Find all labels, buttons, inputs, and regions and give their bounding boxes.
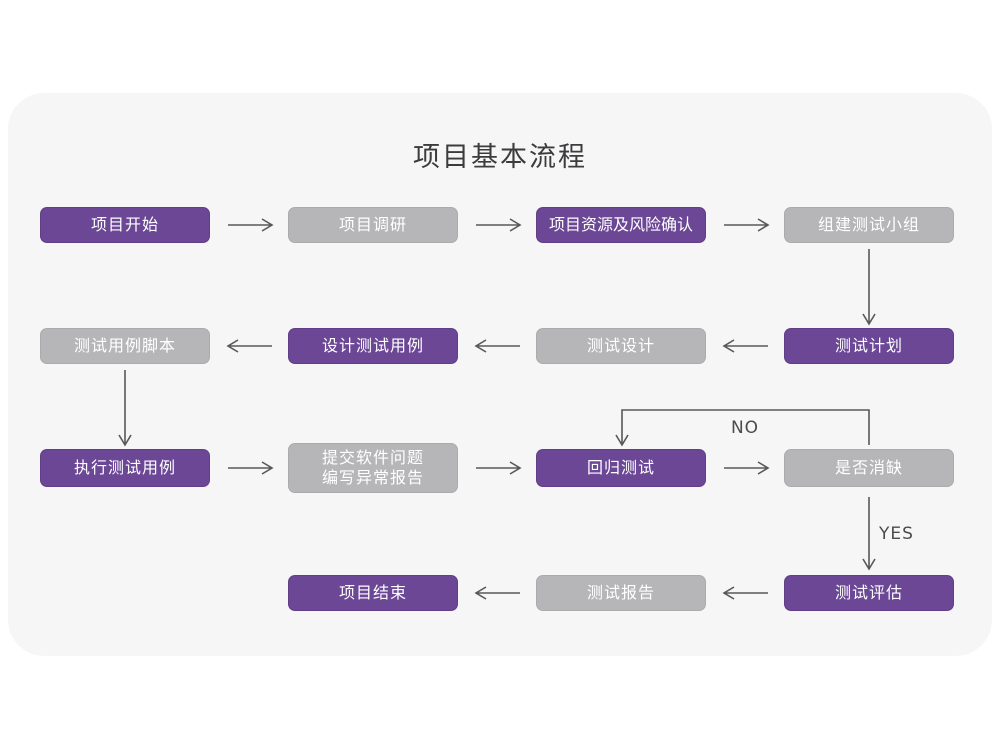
- flow-node-label: 项目资源及风险确认: [548, 215, 693, 234]
- flow-node-label: 测试评估: [834, 583, 903, 602]
- flow-node-test-evaluation: 测试评估: [784, 575, 954, 611]
- flow-node-label: 项目调研: [338, 215, 407, 234]
- flow-node-label: 是否消缺: [834, 458, 903, 477]
- flow-node-label: 测试报告: [586, 583, 655, 602]
- flow-node-test-report: 测试报告: [536, 575, 706, 611]
- flow-node-test-design: 测试设计: [536, 328, 706, 364]
- flow-node-project-research: 项目调研: [288, 207, 458, 243]
- flow-node-defect-cleared: 是否消缺: [784, 449, 954, 487]
- flow-node-label: 测试计划: [834, 336, 903, 355]
- flow-node-label: 项目结束: [338, 583, 407, 602]
- flow-node-label: 回归测试: [586, 458, 655, 477]
- flowchart-panel: [8, 93, 992, 656]
- flow-node-label: 提交软件问题 编写异常报告: [321, 448, 424, 487]
- flow-node-project-end: 项目结束: [288, 575, 458, 611]
- flow-node-label: 设计测试用例: [321, 336, 424, 355]
- flow-node-label: 项目开始: [90, 215, 159, 234]
- flow-node-design-cases: 设计测试用例: [288, 328, 458, 364]
- flowchart-title: 项目基本流程: [413, 142, 587, 173]
- flow-node-label: 测试用例脚本: [73, 336, 176, 355]
- flow-node-resource-risk: 项目资源及风险确认: [536, 207, 706, 243]
- flow-node-label: 执行测试用例: [73, 458, 176, 477]
- flow-node-regression-test: 回归测试: [536, 449, 706, 487]
- flow-node-label: 组建测试小组: [817, 215, 920, 234]
- flow-node-build-team: 组建测试小组: [784, 207, 954, 243]
- flow-node-submit-issues: 提交软件问题 编写异常报告: [288, 443, 458, 493]
- flow-node-case-scripts: 测试用例脚本: [40, 328, 210, 364]
- flow-node-project-start: 项目开始: [40, 207, 210, 243]
- flow-node-test-plan: 测试计划: [784, 328, 954, 364]
- flow-node-label: 测试设计: [586, 336, 655, 355]
- flow-node-execute-cases: 执行测试用例: [40, 449, 210, 487]
